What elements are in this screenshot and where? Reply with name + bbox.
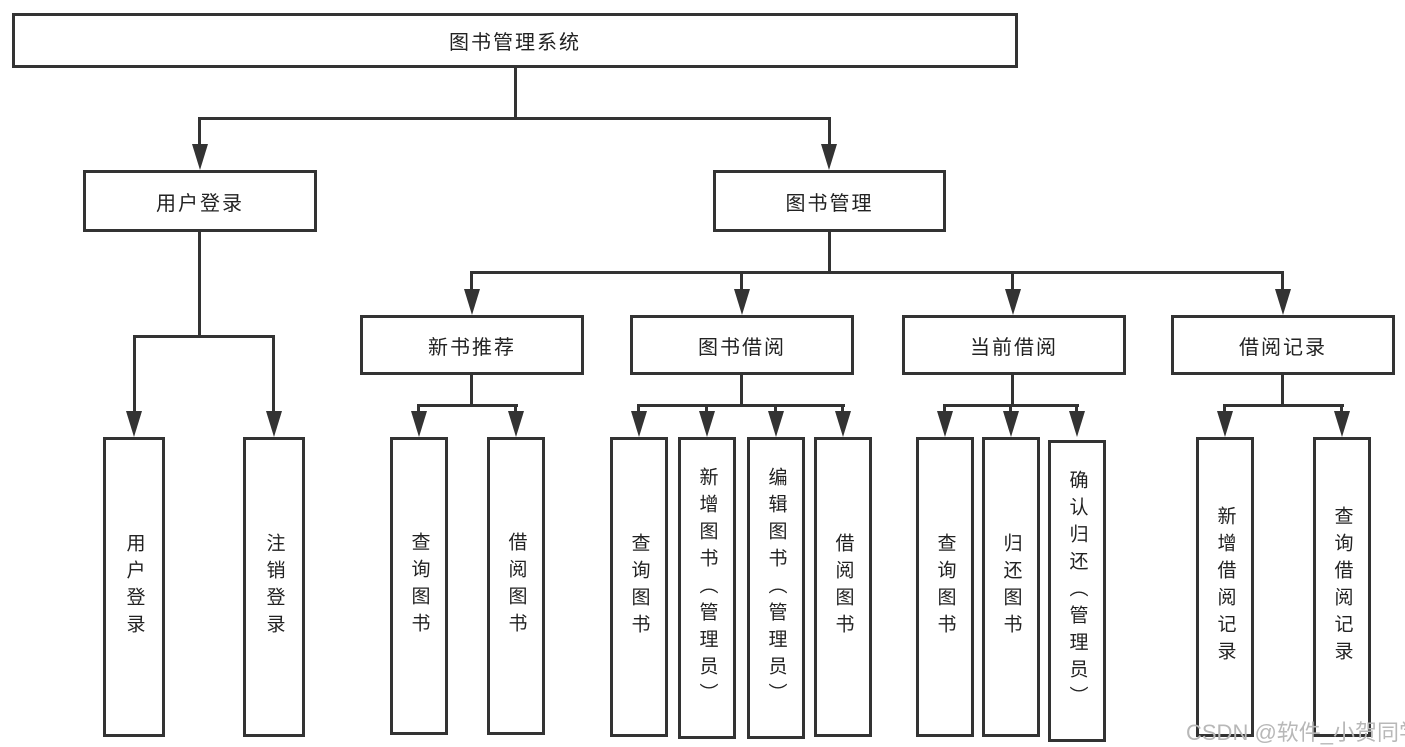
arrowhead-down-icon xyxy=(1003,411,1019,437)
leaf-logout: 注销登录 xyxy=(243,437,305,737)
arrowhead-down-icon xyxy=(835,411,851,437)
connector-line xyxy=(470,271,473,292)
leaf-add-borrow-record: 新增借阅记录 xyxy=(1196,437,1254,737)
leaf-return-books: 归还图书 xyxy=(982,437,1040,737)
node-new-book-recommendation: 新书推荐 xyxy=(360,315,584,375)
leaf-query-books-recommend: 查询图书 xyxy=(390,437,448,735)
arrowhead-down-icon xyxy=(1069,411,1085,437)
arrowhead-down-icon xyxy=(821,144,837,170)
arrowhead-down-icon xyxy=(126,411,142,437)
connector-line xyxy=(1075,404,1078,414)
arrowhead-down-icon xyxy=(411,411,427,437)
connector-line xyxy=(705,404,708,414)
connector-line xyxy=(740,375,743,406)
connector-line xyxy=(1281,271,1284,292)
connector-line xyxy=(1011,271,1014,292)
connector-line xyxy=(272,335,275,415)
connector-line xyxy=(133,335,275,338)
connector-line xyxy=(1223,404,1226,414)
arrowhead-down-icon xyxy=(266,411,282,437)
connector-line xyxy=(470,375,473,406)
connector-line xyxy=(943,404,946,414)
node-borrowing-records: 借阅记录 xyxy=(1171,315,1395,375)
leaf-borrow-books-recommend: 借阅图书 xyxy=(487,437,545,735)
connector-line xyxy=(1223,404,1344,407)
arrowhead-down-icon xyxy=(734,289,750,315)
leaf-query-borrow-record: 查询借阅记录 xyxy=(1313,437,1371,737)
connector-line xyxy=(740,271,743,292)
connector-line xyxy=(198,232,201,338)
node-book-borrowing: 图书借阅 xyxy=(630,315,854,375)
connector-line xyxy=(470,271,1284,274)
connector-line xyxy=(1011,375,1014,406)
connector-line xyxy=(133,335,136,415)
arrowhead-down-icon xyxy=(937,411,953,437)
leaf-user-login: 用户登录 xyxy=(103,437,165,737)
arrowhead-down-icon xyxy=(1005,289,1021,315)
connector-line xyxy=(1009,404,1012,414)
connector-line xyxy=(1340,404,1343,414)
arrowhead-down-icon xyxy=(1217,411,1233,437)
connector-line xyxy=(514,404,517,414)
node-library-management-system: 图书管理系统 xyxy=(12,13,1018,68)
csdn-watermark: CSDN @软件_小贺同学 xyxy=(1186,720,1405,745)
leaf-edit-books-admin: 编辑图书（管理员） xyxy=(747,437,805,739)
node-current-borrowing: 当前借阅 xyxy=(902,315,1126,375)
connector-line xyxy=(841,404,844,414)
connector-line xyxy=(417,404,420,414)
leaf-query-books-current: 查询图书 xyxy=(916,437,974,737)
arrowhead-down-icon xyxy=(1334,411,1350,437)
arrowhead-down-icon xyxy=(464,289,480,315)
leaf-confirm-return-admin: 确认归还（管理员） xyxy=(1048,440,1106,742)
connector-line xyxy=(637,404,845,407)
connector-line xyxy=(828,232,831,273)
node-user-login: 用户登录 xyxy=(83,170,317,232)
connector-line xyxy=(198,117,201,146)
node-book-management: 图书管理 xyxy=(713,170,946,232)
connector-line xyxy=(774,404,777,414)
connector-line xyxy=(514,68,517,118)
arrowhead-down-icon xyxy=(1275,289,1291,315)
connector-line xyxy=(637,404,640,414)
arrowhead-down-icon xyxy=(631,411,647,437)
leaf-add-books-admin: 新增图书（管理员） xyxy=(678,437,736,739)
arrowhead-down-icon xyxy=(768,411,784,437)
arrowhead-down-icon xyxy=(699,411,715,437)
leaf-query-books-borrow: 查询图书 xyxy=(610,437,668,737)
connector-line xyxy=(417,404,518,407)
leaf-borrow-books: 借阅图书 xyxy=(814,437,872,737)
arrowhead-down-icon xyxy=(508,411,524,437)
connector-line xyxy=(828,117,831,146)
connector-line xyxy=(1281,375,1284,406)
arrowhead-down-icon xyxy=(192,144,208,170)
connector-line xyxy=(198,117,831,120)
